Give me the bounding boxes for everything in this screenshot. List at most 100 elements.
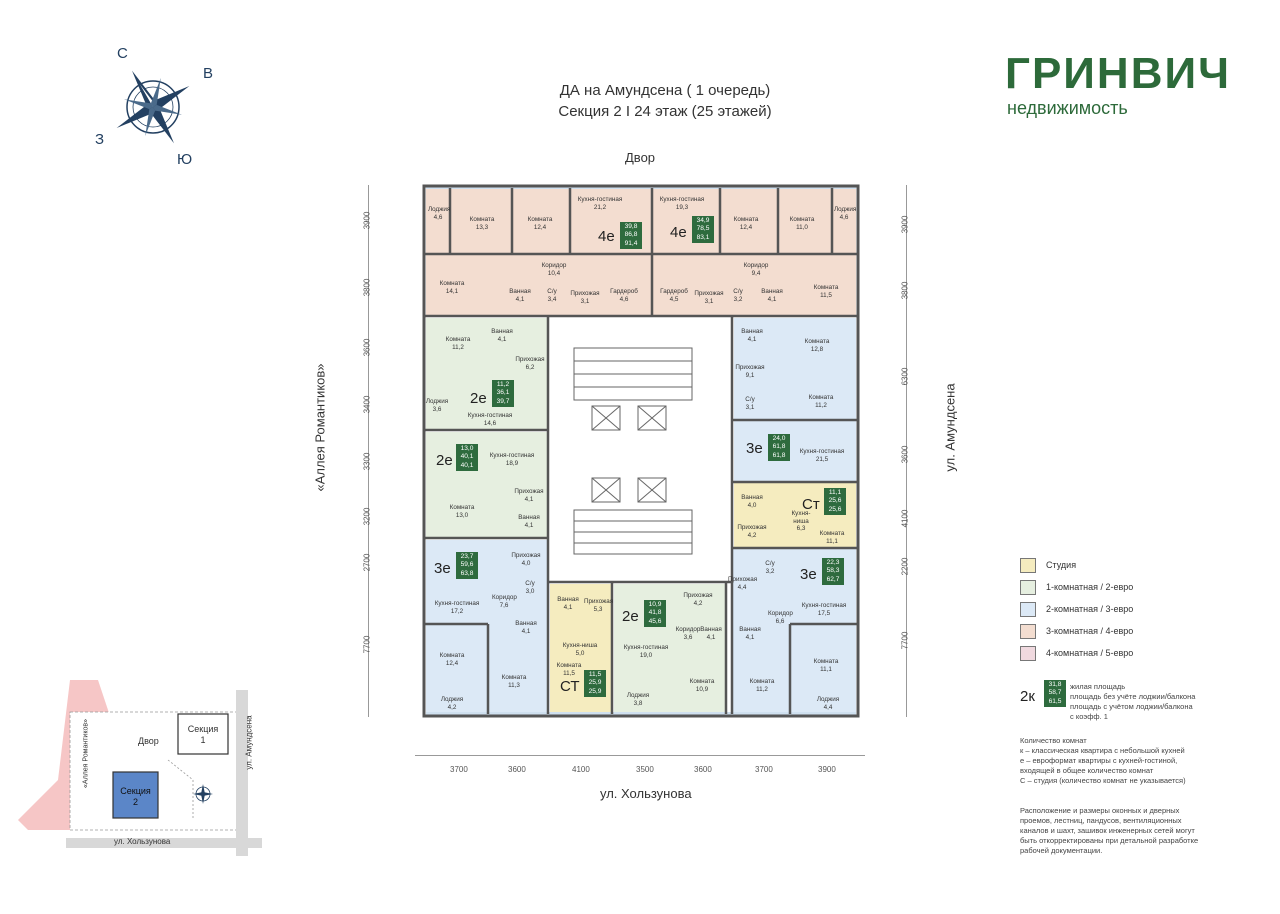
- room-label: Лоджия 4,2: [440, 696, 464, 711]
- room-label: Кухня-гостиная 19,3: [659, 196, 705, 211]
- apartment-type: 4е: [598, 228, 615, 245]
- street-top: Двор: [625, 150, 656, 165]
- room-label: Комната 11,1: [813, 658, 839, 673]
- legend-line: С – студия (количество комнат не указыва…: [1020, 776, 1186, 785]
- room-label: Лоджия 4,6: [834, 206, 857, 221]
- room-label: Лоджия 4,6: [428, 206, 451, 221]
- badge-living: 13,0: [460, 445, 474, 452]
- room-label: Комната 12,4: [439, 652, 465, 667]
- dim-left-5: 3300: [362, 452, 372, 471]
- dim-right-2: 3800: [900, 281, 910, 300]
- area-badge: 10,9 41,8 45,6: [644, 600, 666, 627]
- badge-living: 10,9: [648, 601, 662, 608]
- legend-label: 4-комнатная / 5-евро: [1046, 648, 1134, 658]
- area-badge: 22,3 58,3 62,7: [822, 558, 844, 585]
- badge-living: 11,1: [828, 489, 842, 496]
- room-label: Ванная 4,1: [739, 626, 761, 641]
- room-label: С/у 3,2: [765, 560, 775, 575]
- area-badge: 11,5 25,9 25,9: [584, 670, 606, 697]
- badge-living: 39,8: [624, 223, 638, 230]
- site-section2-label: Секция 2: [120, 786, 151, 807]
- dim-left-8: 7700: [362, 635, 372, 654]
- dim-bottom-1: 3700: [450, 765, 468, 774]
- room-label: Кухня-ниша 5,0: [562, 642, 598, 657]
- room-label: Кухня-гостиная 18,9: [489, 452, 535, 467]
- area-badge: 24,0 61,8 61,8: [768, 434, 790, 461]
- badge-total-loggia: 39,7: [496, 397, 510, 405]
- page-heading: ДА на Амундсена ( 1 очередь) Секция 2 І …: [480, 80, 850, 122]
- room-label: Ванная 4,1: [761, 288, 783, 303]
- apartment-type: 3е: [800, 566, 817, 583]
- room-label: Комната 11,1: [819, 530, 845, 545]
- site-street-bottom: ул. Хользунова: [114, 837, 171, 846]
- dim-right-5: 4100: [900, 509, 910, 528]
- room-label: Коридор 9,4: [743, 262, 769, 277]
- legend-swatch: [1020, 580, 1036, 595]
- area-badge: 34,9 78,5 83,1: [692, 216, 714, 243]
- room-label: Комната 11,2: [749, 678, 775, 693]
- right-dimension-line: [906, 185, 907, 717]
- room-label: Комната 14,1: [439, 280, 465, 295]
- site-section1-label: Секция 1: [187, 724, 219, 745]
- brand-title: ГРИНВИЧ: [1005, 49, 1232, 98]
- room-label: Прихожая 9,1: [735, 364, 765, 379]
- badge-total-loggia: 91,4: [624, 239, 638, 247]
- room-label: Прихожая 4,4: [728, 576, 758, 591]
- room-label: С/у 3,1: [745, 396, 755, 411]
- badge-living: 31,8: [1048, 681, 1062, 688]
- dim-bottom-5: 3600: [694, 765, 712, 774]
- legend-line: к – классическая квартира с небольшой ку…: [1020, 746, 1185, 755]
- apartment-type: Ст: [802, 496, 820, 513]
- badge-total: 25,9: [588, 679, 602, 687]
- room-label: Комната 11,2: [808, 394, 834, 409]
- room-label: Лоджия 3,8: [626, 692, 650, 707]
- dim-bottom-6: 3700: [755, 765, 773, 774]
- room-label: Комната 11,3: [501, 674, 527, 689]
- room-label: Прихожая 4,1: [514, 488, 544, 503]
- site-plan: Двор Секция 1 Секция 2 «Аллея Романтиков…: [18, 680, 268, 860]
- badge-total-loggia: 40,1: [460, 461, 474, 469]
- legend-count-desc: Количество комнат к – классическая кварт…: [1020, 736, 1186, 786]
- dim-left-6: 3200: [362, 507, 372, 526]
- dim-bottom-3: 4100: [572, 765, 590, 774]
- street-left: «Аллея Романтиков»: [312, 363, 328, 492]
- room-label: Прихожая 3,1: [694, 290, 724, 305]
- dim-left-3: 3600: [362, 338, 372, 357]
- compass-rose: С В Ю З: [95, 45, 215, 170]
- floor-plan-walls: [422, 184, 860, 718]
- room-label: Прихожая 4,0: [511, 552, 541, 567]
- legend-label: 3-комнатная / 4-евро: [1046, 626, 1134, 636]
- dim-bottom-7: 3900: [818, 765, 836, 774]
- badge-total: 36,1: [496, 389, 510, 397]
- room-label: Гардероб 4,5: [660, 288, 688, 303]
- legend-line: Расположение и размеры оконных и дверных: [1020, 806, 1180, 815]
- area-badge: 11,2 36,1 39,7: [492, 380, 514, 407]
- badge-total: 78,5: [696, 225, 710, 233]
- room-label: Прихожая 4,2: [737, 524, 767, 539]
- room-label: С/у 3,4: [547, 288, 557, 303]
- legend-line: площадь с учётом лоджии/балкона: [1070, 702, 1193, 711]
- legend-line: площадь без учёте лоджии/балкона: [1070, 692, 1196, 701]
- room-label: Ванная 4,1: [700, 626, 722, 641]
- legend-sample-desc: жилая площадь площадь без учёте лоджии/б…: [1070, 682, 1195, 722]
- heading-line2: Секция 2 І 24 этаж (25 этажей): [558, 103, 772, 120]
- room-label: Комната 11,0: [789, 216, 815, 231]
- street-bottom: ул. Хользунова: [600, 786, 692, 801]
- room-label: Кухня-гостиная 21,5: [799, 448, 845, 463]
- area-badge: 23,7 59,6 63,8: [456, 552, 478, 579]
- room-label: Комната 12,4: [733, 216, 759, 231]
- room-label: Коридор 3,6: [675, 626, 701, 641]
- badge-living: 34,9: [696, 217, 710, 224]
- legend-line: с коэфф. 1: [1070, 712, 1108, 721]
- badge-total-loggia: 62,7: [826, 575, 840, 583]
- legend-line: быть откорректированы при детальной разр…: [1020, 836, 1199, 845]
- dim-right-7: 7700: [900, 631, 910, 650]
- heading-line1: ДА на Амундсена ( 1 очередь): [559, 82, 771, 99]
- legend-label: 1-комнатная / 2-евро: [1046, 582, 1134, 592]
- room-label: Ванная 4,1: [491, 328, 513, 343]
- room-label: Комната 11,5: [813, 284, 839, 299]
- dim-right-4: 3600: [900, 445, 910, 464]
- apartment-type: 2е: [436, 452, 453, 469]
- area-badge: 13,0 40,1 40,1: [456, 444, 478, 471]
- apartment-type: 3е: [746, 440, 763, 457]
